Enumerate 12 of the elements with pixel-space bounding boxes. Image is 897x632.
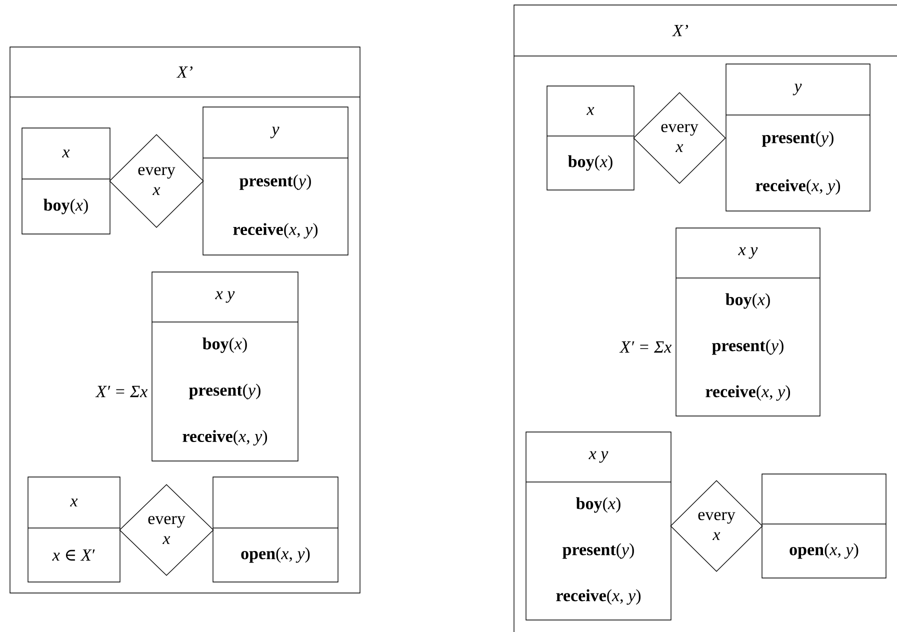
- sum-formula: X′ = Σx: [95, 386, 148, 398]
- drs-box: open(x, y): [212, 476, 338, 582]
- drs-box: x boy(x): [546, 86, 634, 190]
- drs-box: y present(y) receive(x, y): [726, 64, 870, 212]
- drs-box: x y boy(x) present(y) receive(x, y): [676, 228, 820, 416]
- drs-box: x boy(x): [22, 128, 110, 234]
- drs-box: x x ∈ X′: [28, 476, 120, 582]
- drs-box: y present(y) receive(x, y): [202, 106, 348, 256]
- drs-box: x y boy(x) present(y) receive(x, y): [152, 272, 298, 462]
- sum-formula: X′ = Σx: [619, 341, 672, 353]
- drs-box: x y boy(x) present(y) receive(x, y): [526, 432, 672, 620]
- drs-box: open(x, y): [762, 474, 886, 578]
